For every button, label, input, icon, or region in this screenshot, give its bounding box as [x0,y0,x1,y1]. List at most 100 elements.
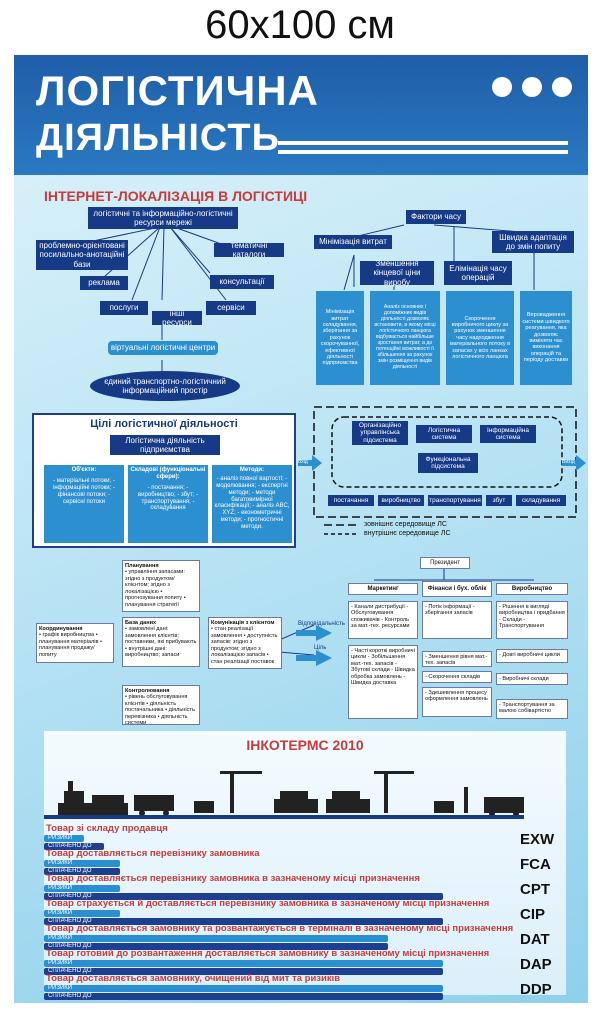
goals-col2: Складові (функціональні сфери): - постач… [128,465,208,543]
org-f2c: - Здешевлення процесу оформлення замовле… [422,687,492,717]
goals-col2-text: - постачання; - виробництво; - збут; - т… [137,484,199,512]
goals-col1-text: - матеріальні потоки; - інформаційні пот… [53,477,115,505]
plan-planning-title: Планування [125,563,159,569]
incoterm-row: Товар страхується й доставляється переві… [44,898,546,925]
incoterm-paid-bar: СПЛАЧЕНО ДО [44,918,443,925]
plan-ctrl-text: • рівень обслуговування клієнтів • діяль… [125,694,195,727]
goals-col3-head: Методи: [239,467,265,473]
incoterm-row: Товар готовий до розвантаження доставляє… [44,948,552,975]
system-func: Функціональна підсистема [418,453,478,473]
time-card-1: Мінімізація витрат складування, зберіган… [316,291,364,385]
system-s5: складування [516,495,566,506]
plan-comm-text: • стан реалізації замовлення • доступніс… [211,626,278,665]
org-f2b: - Скорочення складів [422,671,492,683]
incoterm-risk-bar: РИЗИКИ [44,885,120,892]
incoterms-illustration [44,771,524,819]
system-s2: виробництво [378,495,424,506]
system-s3: транспортування [428,495,482,506]
org-p2a: - Довгі виробничі цикли [496,649,568,663]
plan-planning-text: • управління запасами: згідно з продукто… [125,569,186,608]
goals-col1: Об'єкти: - матеріальні потоки; - інформа… [44,465,124,543]
plan-base-title: База даних [125,620,157,626]
org-president: Президент [420,557,470,569]
org-f1: - Потік інформації - зберігання запасів [422,601,492,639]
goals-col1-head: Об'єкти: [71,467,97,473]
incoterm-risk-bar: РИЗИКИ [44,985,443,992]
incoterm-label: Товар доставляється замовнику та розвант… [46,923,514,934]
incoterm-risk-bar: РИЗИКИ [44,835,84,842]
plan-planning: Планування • управління запасами: згідно… [122,560,200,612]
time-card-4: Впровадження системи швидкого реагування… [520,291,572,385]
org-finance: Фінанси і бух. облік [422,581,492,597]
plan-comm: Комунікація з клієнтом • стан реалізації… [208,617,282,669]
poster-title-line2: ДІЯЛЬНІСТЬ [36,117,280,159]
system-out: Вихід [562,459,575,465]
goals-title: Цілі логістичної діяльності [90,418,238,430]
goals-col2-head: Складові (функціональні сфери): [130,467,206,480]
incoterms-title: ІНКОТЕРМС 2010 [246,737,364,753]
plan-ctrl-title: Контролювання [125,688,170,694]
incoterm-risk-bar: РИЗИКИ [44,935,389,942]
plan-coord-text: • графік виробництва • планування матері… [39,632,102,658]
system-s1: постачання [328,495,374,506]
system-legend-outer: зовнішнє середовище ЛС [364,521,447,528]
plan-coord-title: Координування [39,626,83,632]
incoterm-paid-bar: СПЛАЧЕНО ДО [44,868,120,875]
poster: ЛОГІСТИЧНА ДІЯЛЬНІСТЬ [14,55,588,1003]
plan-ctrl: Контролювання • рівень обслуговування кл… [122,685,200,727]
header-dots [492,77,572,97]
org-m2: - Часті короткі виробничі цикли - Зобіль… [348,645,418,719]
dot-icon [552,77,572,97]
incoterm-label: Товар готовий до розвантаження доставляє… [46,948,490,959]
internet-services2: сервіси [206,301,256,315]
plan-comm-title: Комунікація з клієнтом [211,620,275,626]
internet-thematic: тематичні каталоги [214,241,284,259]
internet-problem-bases: проблемно-орієнтовані посилально-анотаці… [36,240,128,270]
time-reduce: Зменшення кінцевої ціни виробу [360,259,434,287]
goals-panel: Цілі логістичної діяльності Логістична д… [32,413,296,548]
system-org: Організаційно управлінська підсистема [352,421,408,445]
org-p1: - Рішення в вигляді виробництва і придба… [496,601,568,639]
internet-services: послуги [100,301,148,315]
incoterm-label: Товар доставляється перевізнику замовник… [46,873,420,884]
size-label: 60х100 см [205,3,395,47]
goals-col3: Методи: - аналіз повної вартості; - моде… [212,465,292,543]
org-production: Виробництво [496,583,568,595]
org-m1: - Канали дистрибуції - Обслуговування сп… [348,601,418,639]
time-fast: Швидка адаптація до змін попиту [492,231,574,253]
internet-consult: консультації [210,275,274,289]
incoterm-label: Товар страхується й доставляється переві… [46,898,490,909]
incoterm-row: Товар доставляється перевізнику замовник… [44,873,550,900]
incoterm-paid-bar: СПЛАЧЕНО ДО [44,968,443,975]
plan-goal-label: Ціль [314,645,327,651]
time-min: Мінімізація витрат [314,235,392,249]
org-p2b: - Виробничі склади [496,673,568,685]
incoterms-panel: ІНКОТЕРМС 2010 [44,731,566,1000]
incoterm-risk-bar: РИЗИКИ [44,960,443,967]
incoterm-paid-bar: СПЛАЧЕНО ДО [44,893,443,900]
dot-icon [522,77,542,97]
plan-base: База даних • замовлені дані: замовлення … [122,617,200,667]
plan-coord: Координування • графік виробництва • пла… [36,623,114,663]
poster-title-line1: ЛОГІСТИЧНА [36,67,319,114]
goals-sub: Логістична діяльність підприємства [110,435,220,455]
incoterm-risk-bar: РИЗИКИ [44,910,120,917]
internet-virtual: віртуальні логістичні центри [108,341,218,355]
time-factors: Фактори часу [406,210,466,224]
incoterm-row: Товар доставляється замовнику та розвант… [44,923,550,950]
internet-other: інші ресурси [152,309,202,327]
incoterm-label: Товар доставляється перевізнику замовник… [46,848,260,859]
time-card-2: Аналіз основних і допоміжних видів діяль… [370,291,440,385]
header-lines [278,141,568,159]
system-in: Вхід [298,459,308,465]
incoterm-paid-bar: СПЛАЧЕНО ДО [44,843,104,850]
internet-single: єдиний транспортно-логістичний інформаці… [90,371,240,401]
system-s4: збут [486,495,512,506]
time-card-3: Скорочення виробничого циклу за рахунок … [446,291,514,385]
org-f2a: - Зменшення рівня мат.-тех. запасів [422,651,492,667]
internet-resources: логістичні та інформаційно-логістичні ре… [88,207,238,229]
system-info: Інформаційна система [480,425,536,443]
org-p2c: - Транспортування за малою собівартістю [496,699,568,719]
internet-section-title: ІНТЕРНЕТ-ЛОКАЛІЗАЦІЯ В ЛОГІСТИЦІ [44,188,308,204]
